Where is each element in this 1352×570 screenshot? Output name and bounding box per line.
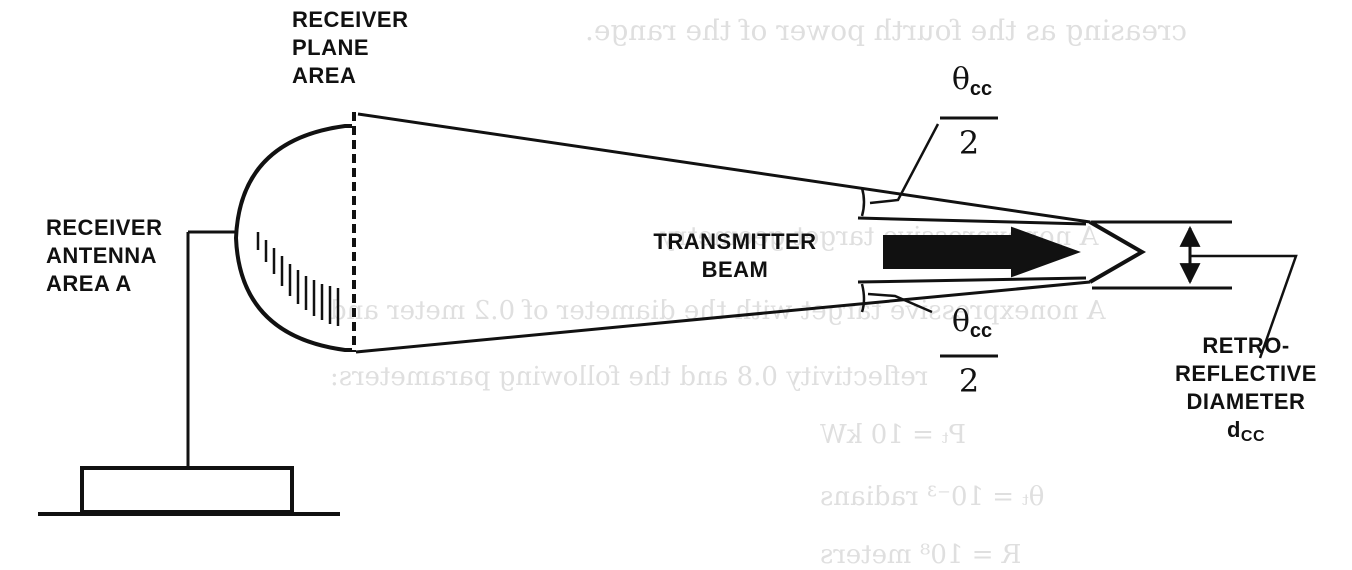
upper-angle-arc	[860, 187, 866, 217]
beam-lower-edge	[355, 280, 1091, 354]
upper-angle-label: θcc	[951, 62, 993, 100]
receiver-antenna-area-label: RECEIVER ANTENNA AREA A	[46, 215, 163, 296]
dish-hatching	[256, 232, 340, 326]
transmitter-beam-arrow	[883, 226, 1081, 278]
retro-reflective-diameter-label: RETRO- REFLECTIVE DIAMETER dCC	[1172, 332, 1320, 451]
beam-inner-lower	[857, 276, 1087, 284]
receiver-plane-area-label: RECEIVER PLANE AREA	[292, 7, 409, 88]
diameter-leader-line	[1190, 254, 1298, 359]
upper-angle-leader	[869, 123, 940, 205]
upper-angle-denominator: 2	[958, 124, 980, 162]
receiver-pedestal	[80, 466, 294, 514]
beam-inner-upper	[857, 216, 1087, 226]
lower-angle-leader	[867, 292, 933, 314]
lower-angle-label: θcc	[951, 304, 993, 342]
transmitter-beam-label: TRANSMITTER BEAM	[653, 229, 817, 282]
lower-angle-denominator: 2	[958, 362, 980, 400]
receiver-dish	[233, 124, 352, 352]
beam-upper-edge	[357, 112, 1091, 224]
lower-angle-arc	[860, 283, 866, 313]
retro-reflector	[1089, 220, 1147, 284]
dcc-symbol: dCC	[1226, 417, 1266, 445]
